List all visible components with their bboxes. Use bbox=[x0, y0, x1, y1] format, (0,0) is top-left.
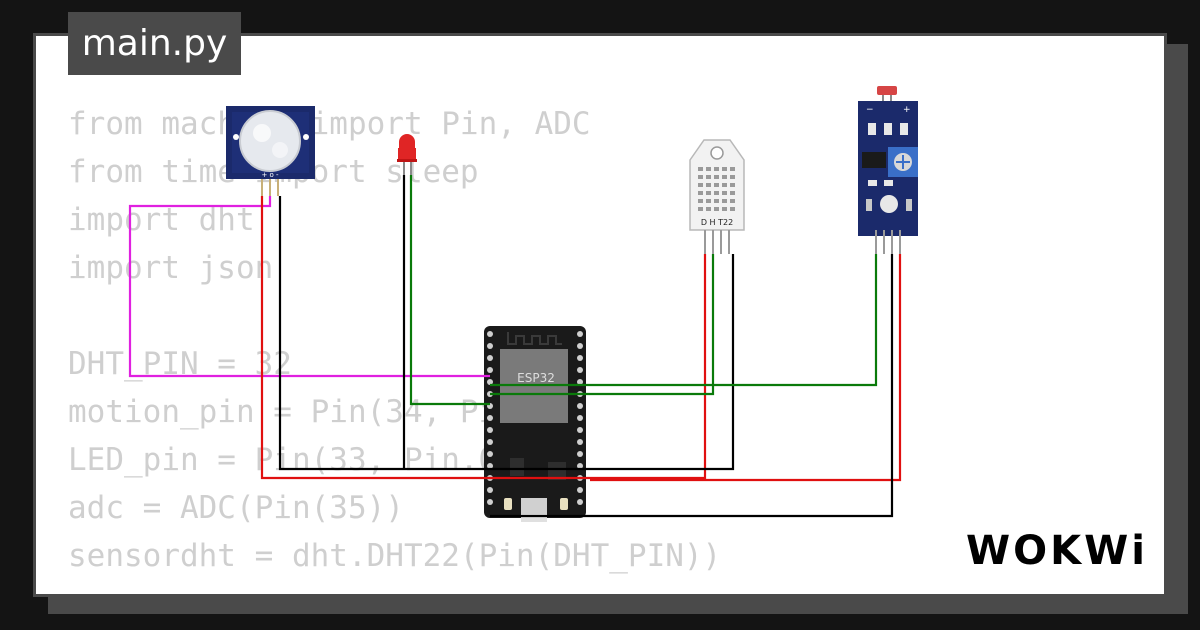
wire-ldr-signal bbox=[490, 254, 878, 387]
esp32-board[interactable]: ESP32 bbox=[484, 326, 586, 522]
ldr-sensor-module[interactable]: − + bbox=[858, 86, 918, 254]
wire-ldr-ground bbox=[490, 254, 894, 518]
dht22-vent-grid bbox=[698, 167, 735, 211]
wire-power-red bbox=[260, 196, 707, 480]
wire-ground-black bbox=[278, 196, 735, 471]
project-card[interactable] bbox=[33, 33, 1167, 597]
pir-pin-marks: + o - bbox=[261, 171, 279, 179]
dht22-sensor[interactable]: D H T22 bbox=[689, 139, 745, 254]
wire-pir-signal bbox=[128, 196, 490, 378]
dht22-label: D H T22 bbox=[701, 218, 733, 227]
red-led[interactable] bbox=[397, 134, 417, 175]
wokwi-logo: WOKWi bbox=[966, 528, 1148, 574]
esp32-label: ESP32 bbox=[517, 371, 555, 385]
pir-sensor[interactable]: + o - bbox=[226, 106, 315, 196]
wire-dht-data bbox=[490, 254, 715, 396]
wires bbox=[128, 175, 902, 518]
wire-ldr-power bbox=[590, 254, 902, 482]
esp32-pin-holes-left bbox=[487, 331, 493, 505]
code-line: import dht bbox=[68, 202, 255, 238]
svg-text:−: − bbox=[866, 105, 874, 115]
file-tab[interactable]: main.py bbox=[68, 12, 241, 75]
wire-led-signal bbox=[409, 175, 490, 406]
code-line: adc = ADC(Pin(35)) bbox=[68, 490, 404, 526]
code-line: sensordht = dht.DHT22(Pin(DHT_PIN)) bbox=[68, 538, 722, 574]
svg-text:+: + bbox=[903, 105, 911, 115]
esp32-pin-holes-right bbox=[577, 331, 583, 505]
code-line: import json bbox=[68, 250, 274, 286]
